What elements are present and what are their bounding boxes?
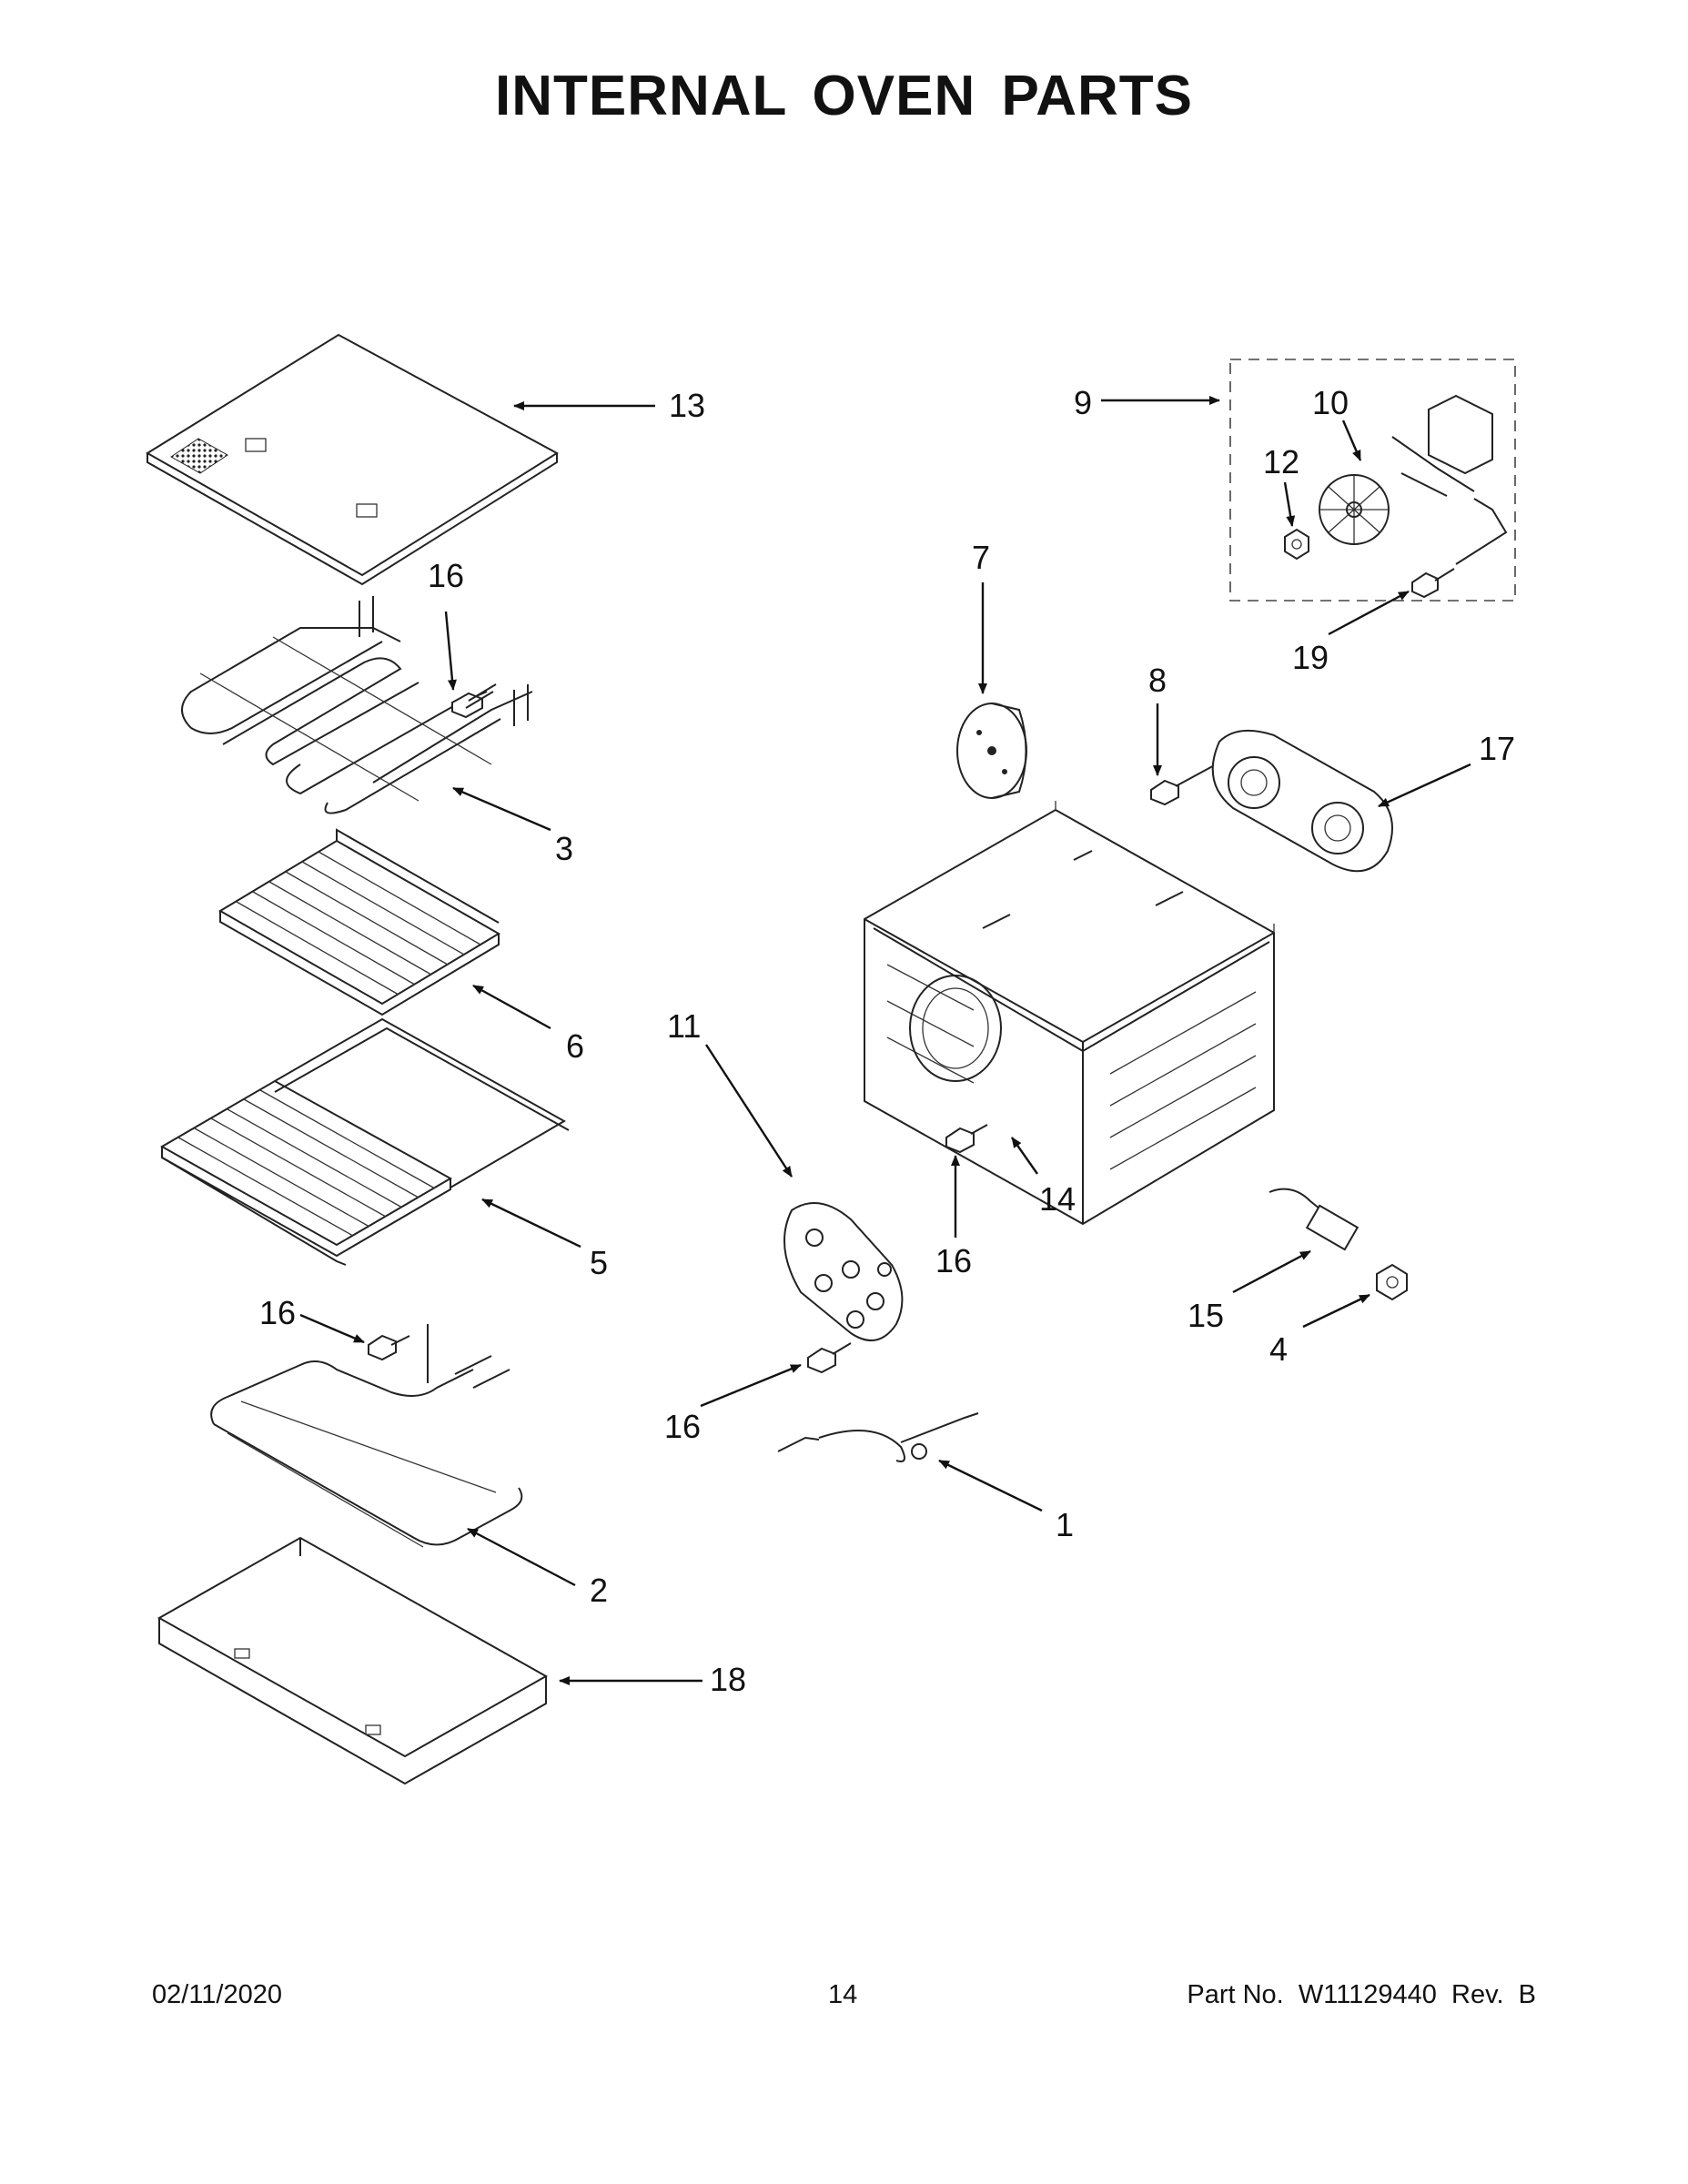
screw-part — [368, 1334, 410, 1361]
callout-7: 7 — [972, 539, 990, 576]
page-title: INTERNAL OVEN PARTS — [495, 65, 1193, 127]
footer-date: 02/11/2020 — [152, 1980, 282, 2009]
convection-motor-assembly-group — [1229, 359, 1516, 602]
screw-part — [807, 1342, 852, 1374]
callout-2: 2 — [590, 1572, 608, 1609]
callout-19: 19 — [1292, 639, 1329, 676]
bottom-drawer-part — [157, 1536, 549, 1785]
callout-12: 12 — [1263, 443, 1299, 480]
callout-18: 18 — [710, 1661, 746, 1698]
callout-3: 3 — [555, 830, 573, 867]
screw-part — [451, 683, 497, 719]
callout-4: 4 — [1269, 1330, 1288, 1368]
callout-15: 15 — [1188, 1297, 1224, 1334]
screw-part — [1150, 762, 1220, 806]
callout-6: 6 — [566, 1027, 584, 1065]
convection-motor-part — [1391, 394, 1493, 497]
footer-part-number: Part No. W11129440 Rev. B — [1187, 1980, 1536, 2009]
nut-part — [1376, 1263, 1408, 1301]
oven-cavity-part — [864, 801, 1275, 1226]
oven-top-panel-part — [146, 333, 559, 586]
sliding-oven-rack-part — [159, 1017, 570, 1266]
callout-14: 14 — [1039, 1180, 1076, 1218]
callout-11: 11 — [667, 1007, 701, 1045]
leader-lines — [299, 396, 1471, 1685]
oven-rack-part — [218, 828, 500, 1016]
callout-5: 5 — [590, 1244, 608, 1281]
footer-page-number: 14 — [828, 1980, 858, 2009]
callout-16: 16 — [259, 1294, 296, 1331]
callout-13: 13 — [669, 387, 705, 424]
screw-part — [1411, 568, 1455, 599]
callout-1: 1 — [1056, 1506, 1074, 1543]
callout-8: 8 — [1148, 662, 1167, 699]
convection-fan-blade-part — [1319, 474, 1390, 545]
callout-16: 16 — [935, 1242, 972, 1279]
fan-cover-part — [956, 703, 1027, 799]
screw-part — [945, 1124, 988, 1154]
meat-probe-part — [777, 1412, 979, 1462]
broil-element-part — [181, 596, 533, 814]
callout-9: 9 — [1074, 384, 1092, 421]
light-socket-part — [1269, 1188, 1359, 1251]
callout-16: 16 — [664, 1408, 701, 1445]
bake-element-part — [210, 1324, 523, 1548]
callout-10: 10 — [1312, 384, 1349, 421]
nut-part — [1284, 528, 1309, 561]
callout-16: 16 — [428, 557, 464, 594]
convection-fan-cover-part — [1211, 729, 1393, 873]
callout-17: 17 — [1479, 730, 1515, 767]
rear-baffle-plate-part — [783, 1202, 904, 1341]
